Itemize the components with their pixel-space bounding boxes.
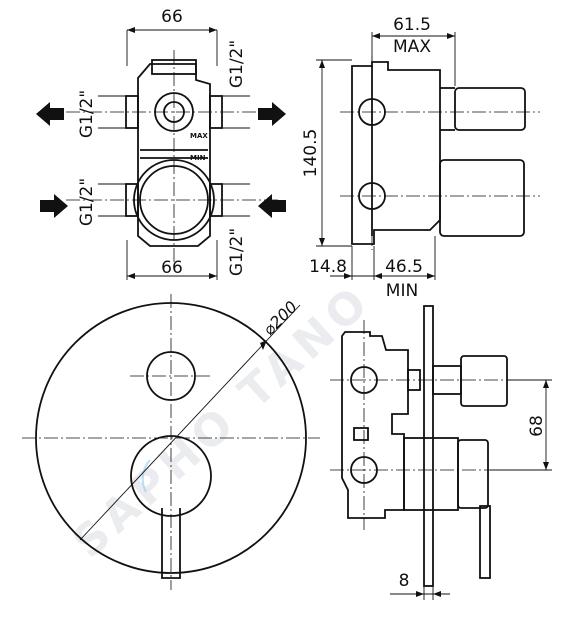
dim-spacing: 68 <box>527 415 547 437</box>
assembly-side-view: 68 8 <box>330 305 552 600</box>
wall-plate <box>423 305 434 587</box>
dim-depth-min: 46.5 <box>385 257 423 277</box>
dim-depth-max: 61.5 <box>393 15 431 35</box>
dim-width-top: 66 <box>161 7 183 27</box>
port-label-upper-left: G1/2" <box>77 90 97 138</box>
body-front-view: 66 66 MAX MIN <box>36 7 286 280</box>
dim-depth-min-label: MIN <box>386 281 418 301</box>
dim-plate: 8 <box>399 571 410 591</box>
port-label-upper-right: G1/2" <box>227 40 247 88</box>
lever-side <box>479 505 491 579</box>
outflow-arrow-right <box>258 102 286 126</box>
port-label-lower-left: G1/2" <box>77 178 97 226</box>
inflow-arrow-left <box>40 194 68 218</box>
lever-handle <box>161 508 181 579</box>
stamp-min: MIN <box>190 154 206 162</box>
body-side-view: 61.5 MAX 140.5 14.8 46.5 MIN <box>301 15 540 301</box>
stamp-max: MAX <box>190 132 208 140</box>
dim-offset: 14.8 <box>309 257 347 277</box>
watermark: SAPHO TANO <box>63 274 381 568</box>
dim-width-bottom: 66 <box>161 258 183 278</box>
inflow-arrow-right <box>258 194 286 218</box>
port-label-lower-right: G1/2" <box>227 228 247 276</box>
dim-depth-max-label: MAX <box>393 37 431 57</box>
outflow-arrow-left <box>36 102 64 126</box>
diverter-knob-side <box>460 355 508 407</box>
dim-height: 140.5 <box>301 129 321 178</box>
